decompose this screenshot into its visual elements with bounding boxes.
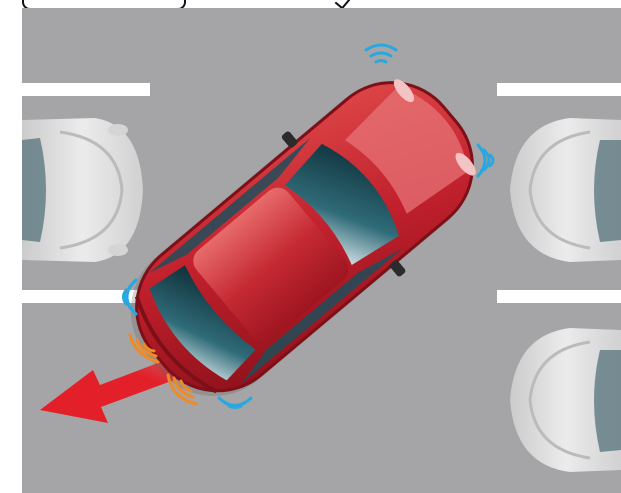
parked-car-icon xyxy=(22,118,143,262)
parking-stripe xyxy=(497,290,621,303)
parking-stripe xyxy=(22,83,150,96)
parking-stripe xyxy=(497,83,621,96)
